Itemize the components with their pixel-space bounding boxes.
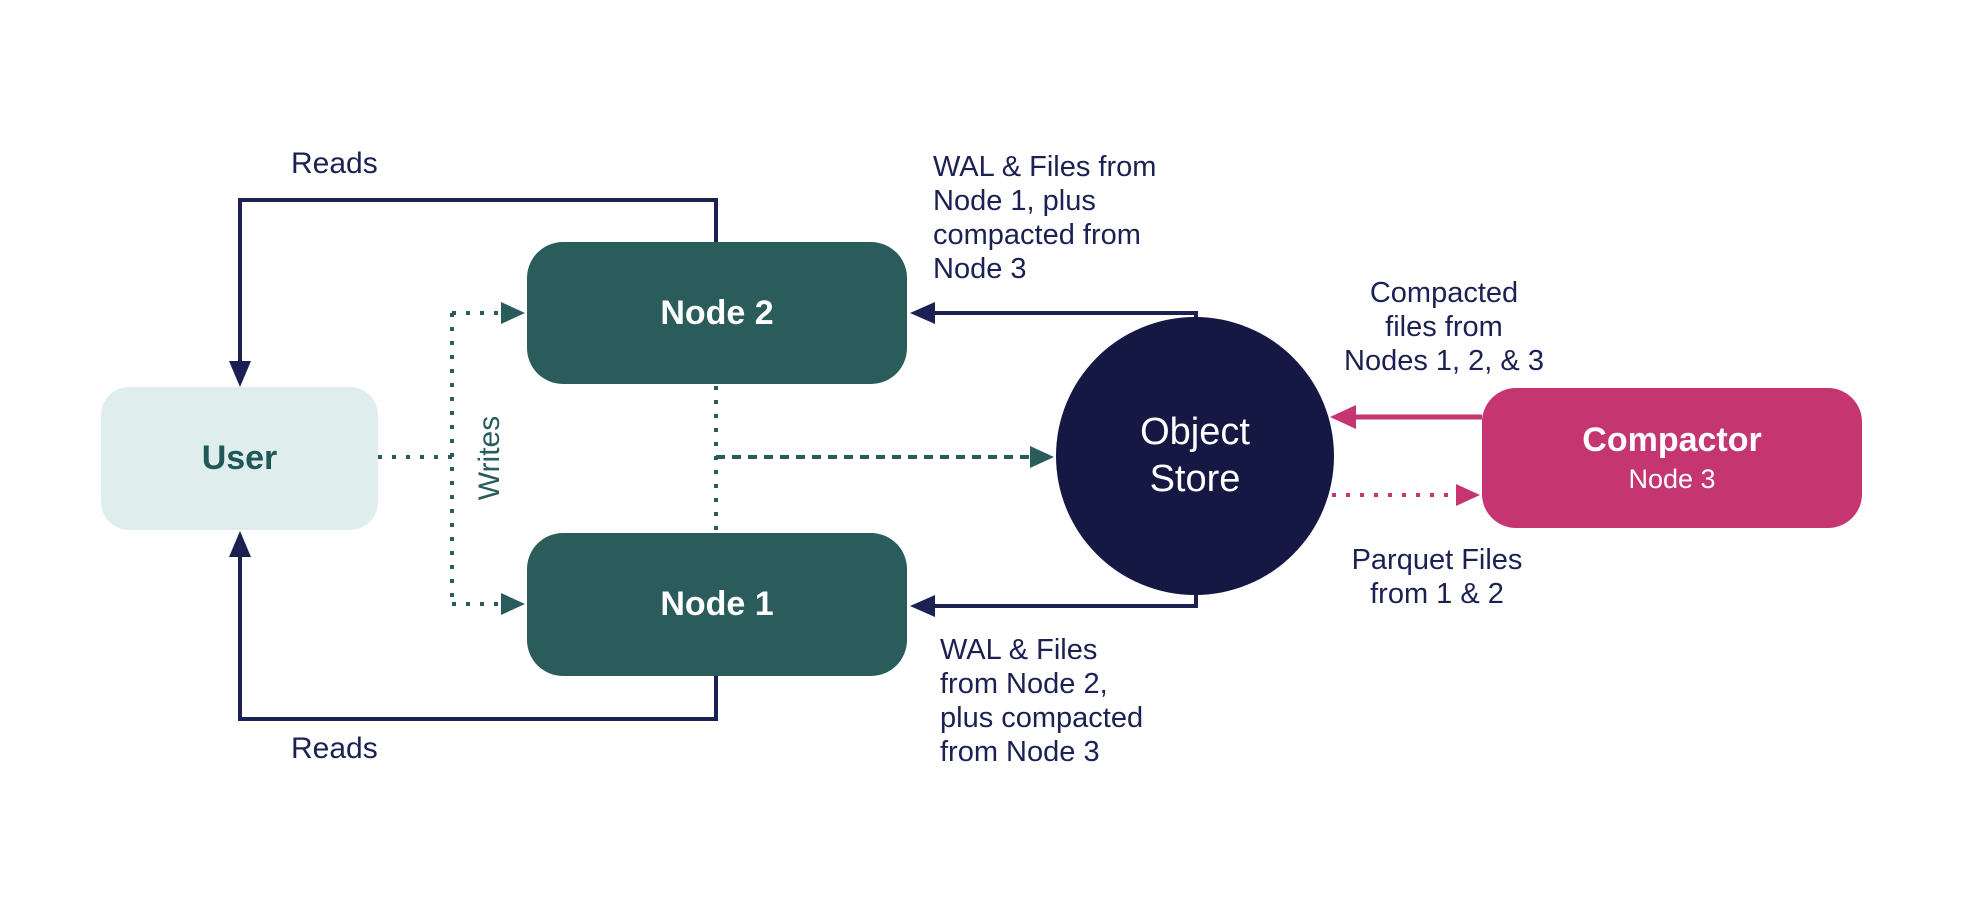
- compactor-title: Compactor: [1582, 421, 1762, 459]
- object-store-circle: Object Store: [1056, 317, 1334, 595]
- node1-box: Node 1: [527, 533, 907, 676]
- node2-label: Node 2: [660, 293, 774, 332]
- node2-box: Node 2: [527, 242, 907, 384]
- user-box: User: [101, 387, 378, 530]
- object-store-label: Object Store: [1140, 411, 1250, 500]
- arrowhead-left-icon: [910, 302, 935, 324]
- reads-bottom-label: Reads: [291, 732, 378, 765]
- compacted-files-label: Compacted files from Nodes 1, 2, & 3: [1344, 277, 1544, 377]
- writes-label: Writes: [473, 415, 506, 501]
- reads-line-top: [238, 198, 718, 362]
- arrowhead-left-icon: [1330, 405, 1356, 429]
- arrowhead-right-icon: [1456, 484, 1480, 506]
- wal-to-node1-label: WAL & Files from Node 2, plus compacted …: [940, 634, 1144, 768]
- compactor-box: Compactor Node 3: [1482, 388, 1862, 528]
- compactor-subtitle: Node 3: [1628, 464, 1716, 494]
- arrowhead-down-icon: [229, 361, 251, 387]
- node1-label: Node 1: [660, 585, 774, 623]
- arrowhead-right-icon: [1030, 446, 1054, 468]
- arrowhead-up-icon: [229, 531, 251, 557]
- arrowhead-left-icon: [910, 595, 935, 617]
- reads-top-label: Reads: [291, 147, 378, 180]
- arrowhead-right-icon: [501, 302, 525, 324]
- user-label: User: [201, 439, 278, 477]
- wal-to-node2-label: WAL & Files from Node 1, plus compacted …: [933, 151, 1157, 285]
- parquet-files-label: Parquet Files from 1 & 2: [1351, 544, 1523, 610]
- arrowhead-right-icon: [501, 593, 525, 615]
- reads-line-bottom: [238, 556, 718, 721]
